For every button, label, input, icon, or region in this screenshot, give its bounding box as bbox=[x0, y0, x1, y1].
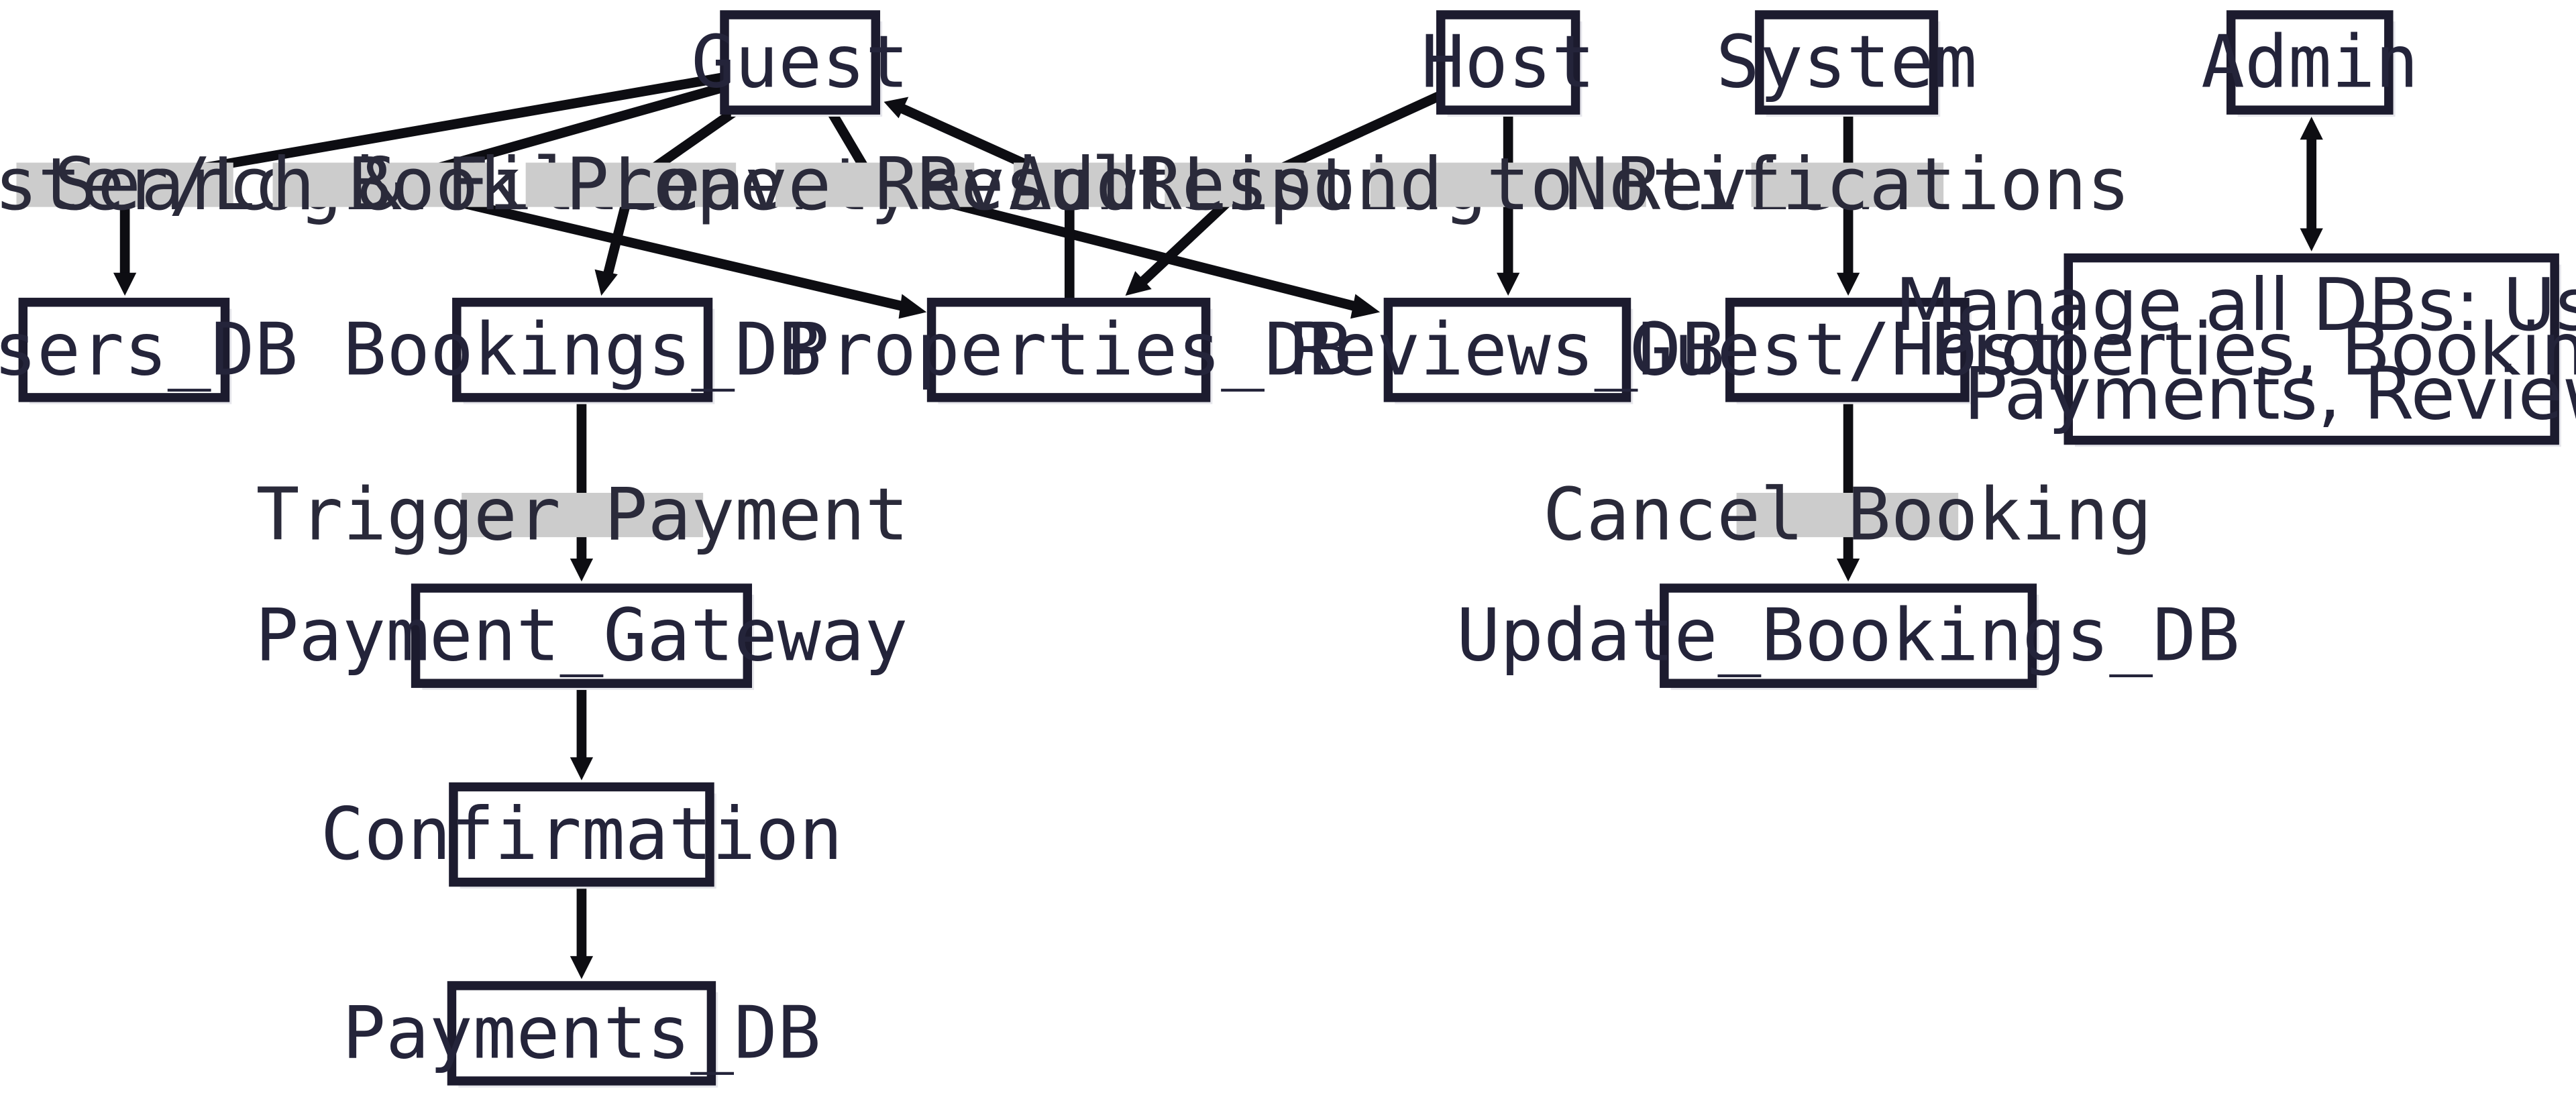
svg-text:Admin: Admin bbox=[2201, 21, 2418, 105]
node-confirmation: Confirmation bbox=[321, 782, 843, 889]
svg-text:System: System bbox=[1716, 21, 1977, 105]
svg-text:Update_Bookings_DB: Update_Bookings_DB bbox=[1456, 594, 2240, 678]
node-reviews-db: Reviews_DB bbox=[1290, 298, 1725, 404]
arrowhead-bookings-db bbox=[594, 269, 618, 296]
edge-label-notifications: Notifications bbox=[1564, 143, 2130, 227]
svg-text:Manage all DBs: Users,: Manage all DBs: Users, bbox=[1895, 264, 2576, 347]
nodes: Guest Host System Admin Users_DB Booking… bbox=[0, 10, 2576, 1088]
svg-text:Host: Host bbox=[1421, 21, 1595, 105]
edge-label-trigger-payment: Trigger Payment bbox=[256, 473, 909, 557]
svg-text:Bookings_DB: Bookings_DB bbox=[343, 308, 822, 392]
node-bookings-db: Bookings_DB bbox=[343, 298, 822, 404]
arrowhead-payments-db bbox=[570, 956, 594, 980]
svg-text:Cancel Booking: Cancel Booking bbox=[1543, 473, 2152, 557]
arrowhead-manage-dbs-down bbox=[2300, 228, 2323, 251]
arrowhead-properties-db-search bbox=[898, 294, 927, 319]
node-users-db: Users_DB bbox=[0, 298, 298, 404]
node-payments-db: Payments_DB bbox=[342, 981, 821, 1088]
svg-text:Notifications: Notifications bbox=[1564, 143, 2130, 227]
node-update-bookings-db: Update_Bookings_DB bbox=[1456, 583, 2240, 690]
edge-label-cancel-booking: Cancel Booking bbox=[1543, 473, 2152, 557]
arrowhead-payment-gateway bbox=[570, 558, 594, 582]
arrowhead-properties-db-host bbox=[1125, 271, 1152, 296]
node-guest-host: Guest/Host bbox=[1630, 298, 2065, 404]
arrowhead-guest-host bbox=[1836, 272, 1860, 296]
arrowhead-confirmation bbox=[570, 757, 594, 780]
arrowhead-users-db bbox=[113, 272, 137, 296]
svg-text:Users_DB: Users_DB bbox=[0, 308, 298, 392]
svg-text:Payment_Gateway: Payment_Gateway bbox=[255, 594, 908, 678]
node-properties-db: Properties_DB bbox=[786, 298, 1352, 404]
node-guest: Guest bbox=[691, 10, 909, 117]
arrowhead-update-bookings-db bbox=[1836, 558, 1860, 582]
node-admin: Admin bbox=[2201, 10, 2418, 117]
svg-text:Properties_DB: Properties_DB bbox=[786, 308, 1351, 392]
svg-text:Confirmation: Confirmation bbox=[321, 793, 843, 876]
node-host: Host bbox=[1421, 10, 1595, 117]
node-system: System bbox=[1716, 10, 1977, 117]
node-manage-all-dbs: Manage all DBs: Users, Properties, Booki… bbox=[1895, 253, 2576, 447]
node-payment-gateway: Payment_Gateway bbox=[255, 583, 908, 690]
arrowhead-guest-results bbox=[883, 97, 909, 119]
arrowhead-reviews-db-guest bbox=[1350, 294, 1381, 319]
svg-text:Guest/Host: Guest/Host bbox=[1630, 308, 2065, 392]
svg-text:Payments, Reviews: Payments, Reviews bbox=[1964, 352, 2576, 436]
arrowhead-admin-up bbox=[2300, 116, 2323, 140]
svg-text:Properties, Bookings,: Properties, Bookings, bbox=[1930, 308, 2576, 392]
svg-text:Reviews_DB: Reviews_DB bbox=[1290, 308, 1725, 392]
svg-text:Guest: Guest bbox=[691, 21, 908, 105]
svg-text:Payments_DB: Payments_DB bbox=[342, 991, 821, 1075]
edge-labels: Register/Login Search & Filter Book Prop… bbox=[0, 143, 2152, 557]
svg-text:Trigger Payment: Trigger Payment bbox=[256, 473, 909, 557]
arrowhead-reviews-db-host bbox=[1497, 272, 1520, 296]
